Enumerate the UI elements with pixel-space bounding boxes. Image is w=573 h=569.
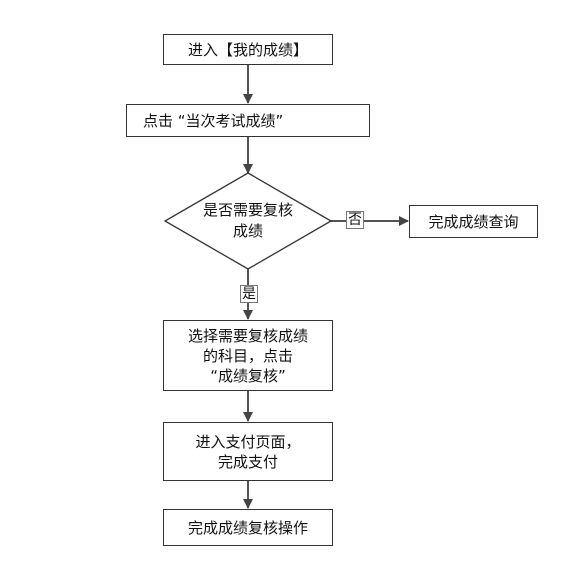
step-select-subject-review: 选择需要复核成绩 的科目，点击 “成绩复核” <box>163 320 333 391</box>
step-enter-payment-text: 进入支付页面， 完成支付 <box>195 432 301 471</box>
step-complete-review-text: 完成成绩复核操作 <box>187 518 308 537</box>
step-select-subject-review-text: 选择需要复核成绩 的科目，点击 “成绩复核” <box>187 326 308 385</box>
step-enter-payment: 进入支付页面， 完成支付 <box>163 422 333 481</box>
step-enter-my-scores-text: 进入【我的成绩】 <box>187 40 308 59</box>
step-enter-my-scores: 进入【我的成绩】 <box>163 34 333 65</box>
decision-text: 是否需要复核 成绩 <box>202 201 293 240</box>
step-complete-score-query: 完成成绩查询 <box>409 205 538 238</box>
decision-diamond <box>163 172 333 270</box>
step-click-current-exam-scores-text: 点击 “当次考试成绩” <box>143 111 284 130</box>
no-branch-label: 否 <box>346 211 364 229</box>
step-click-current-exam-scores: 点击 “当次考试成绩” <box>126 104 370 137</box>
yes-branch-label: 是 <box>240 285 258 303</box>
step-complete-review: 完成成绩复核操作 <box>163 509 333 546</box>
step-complete-score-query-text: 完成成绩查询 <box>428 212 519 231</box>
